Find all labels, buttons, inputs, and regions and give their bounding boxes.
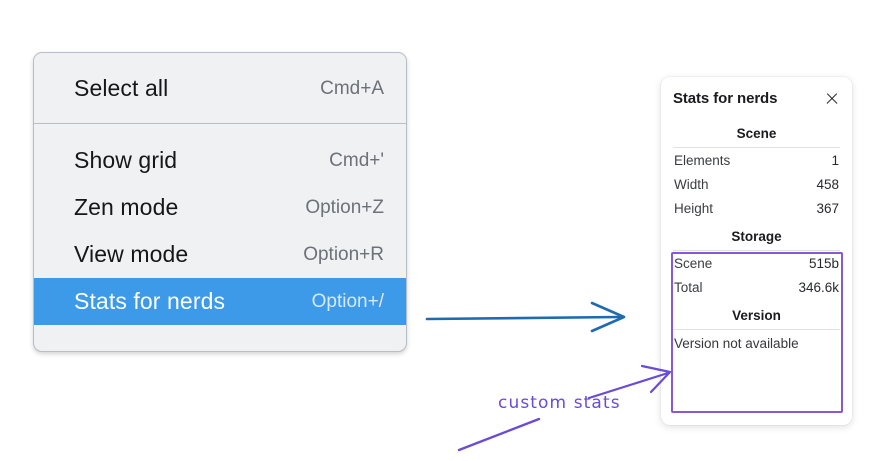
- menu-item-shortcut: Option+/: [311, 290, 384, 312]
- stat-row: Height 367: [671, 196, 842, 220]
- menu-group-2: Show grid Cmd+' Zen mode Option+Z View m…: [34, 124, 406, 339]
- menu-bottom-padding: [34, 325, 406, 339]
- menu-item-label: Zen mode: [74, 194, 179, 220]
- menu-item-zen-mode[interactable]: Zen mode Option+Z: [34, 184, 406, 231]
- menu-item-select-all[interactable]: Select all Cmd+A: [34, 65, 406, 112]
- stat-key: Height: [674, 201, 714, 216]
- menu-separator: [34, 123, 406, 124]
- stat-row: Scene 515b: [671, 251, 842, 275]
- menu-item-label: Show grid: [74, 147, 178, 173]
- context-menu[interactable]: Select all Cmd+A Show grid Cmd+' Zen mod…: [33, 52, 407, 352]
- stats-for-nerds-panel: Stats for nerds Scene Elements 1 Width 4…: [661, 77, 852, 425]
- panel-header: Stats for nerds: [671, 77, 842, 117]
- annotation-underline-stroke: [457, 417, 541, 452]
- annotation-label-custom-stats: custom stats: [498, 393, 621, 413]
- stat-key: Total: [674, 280, 703, 295]
- stat-key: Elements: [674, 153, 731, 168]
- stat-value: 1: [831, 153, 839, 168]
- stat-value: 346.6k: [798, 280, 839, 295]
- menu-item-show-grid[interactable]: Show grid Cmd+': [34, 137, 406, 184]
- menu-item-view-mode[interactable]: View mode Option+R: [34, 231, 406, 278]
- section-divider: [673, 147, 840, 148]
- version-value: Version not available: [674, 336, 799, 351]
- section-version: Version Version not available: [671, 299, 842, 355]
- flow-arrow-blue: [425, 301, 626, 333]
- menu-item-shortcut: Option+R: [303, 243, 384, 265]
- section-storage: Storage Scene 515b Total 346.6k: [671, 220, 842, 299]
- menu-item-label: View mode: [74, 241, 189, 267]
- section-heading: Scene: [736, 126, 777, 141]
- stat-key: Scene: [674, 256, 713, 271]
- menu-item-stats-for-nerds[interactable]: Stats for nerds Option+/: [34, 278, 406, 325]
- stat-value: 458: [816, 177, 839, 192]
- menu-item-shortcut: Cmd+': [329, 149, 384, 171]
- menu-item-shortcut: Cmd+A: [320, 77, 384, 99]
- stat-row: Total 346.6k: [671, 275, 842, 299]
- stat-row: Elements 1: [671, 148, 842, 172]
- menu-item-label: Stats for nerds: [74, 288, 226, 314]
- menu-item-shortcut: Option+Z: [305, 196, 384, 218]
- menu-group-1: Select all Cmd+A: [34, 53, 406, 123]
- menu-item-label: Select all: [74, 75, 169, 101]
- section-heading: Version: [732, 308, 781, 323]
- section-divider: [673, 329, 840, 330]
- panel-title: Stats for nerds: [673, 90, 778, 107]
- stat-key: Width: [674, 177, 709, 192]
- stat-value: 515b: [808, 256, 839, 271]
- stat-row: Width 458: [671, 172, 842, 196]
- stat-value: 367: [816, 201, 839, 216]
- close-icon[interactable]: [824, 91, 840, 107]
- section-scene: Scene Elements 1 Width 458 Height 367: [671, 117, 842, 220]
- section-heading: Storage: [731, 229, 782, 244]
- section-divider: [673, 250, 840, 251]
